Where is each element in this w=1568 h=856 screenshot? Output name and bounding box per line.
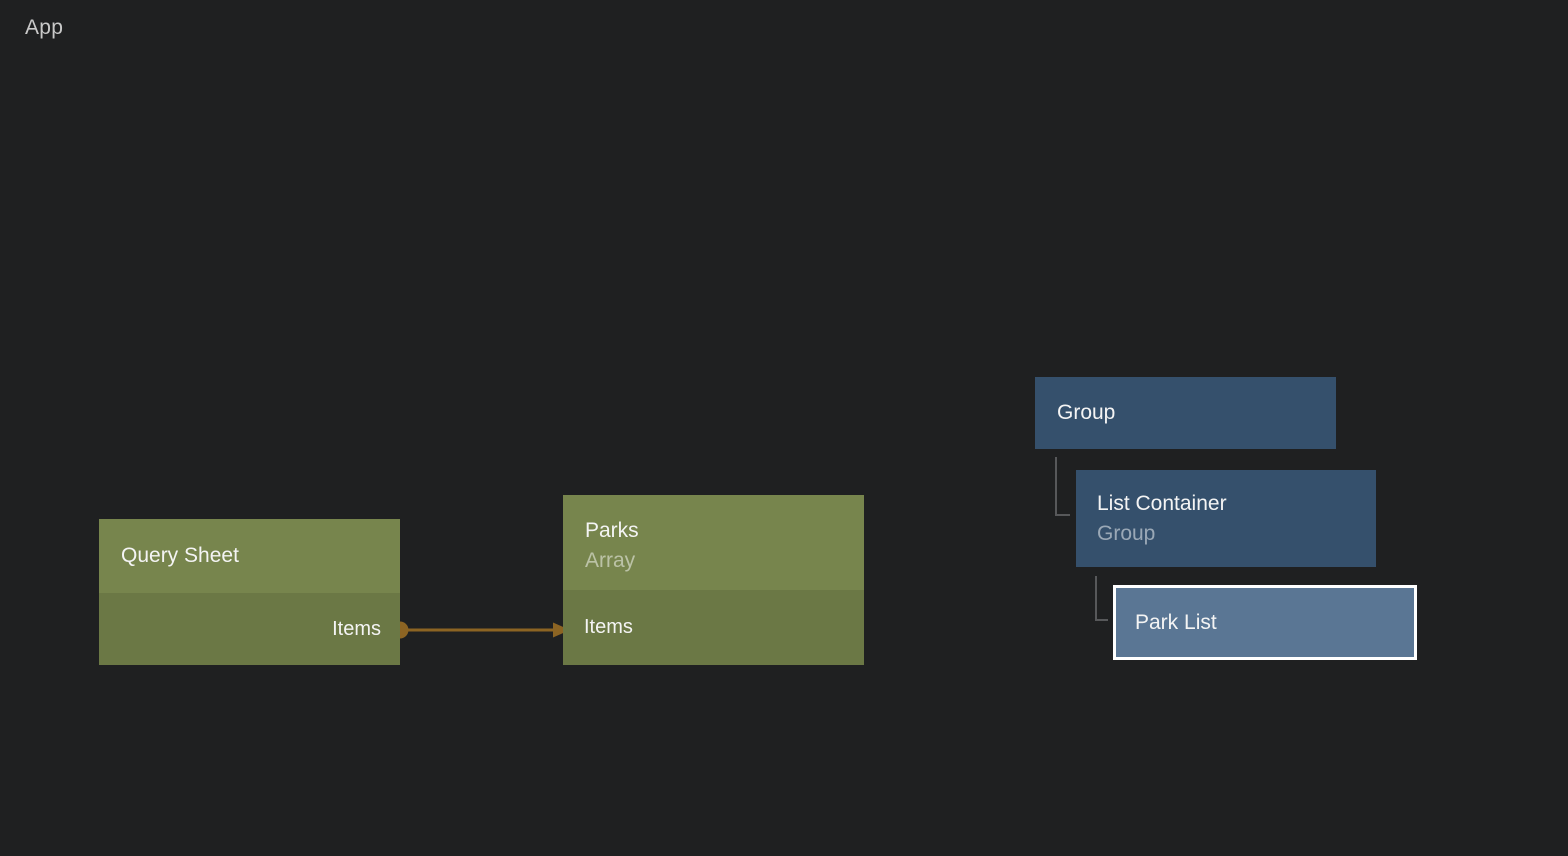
node-header: Parks Array (563, 495, 864, 590)
node-subtitle: Group (1097, 521, 1156, 545)
hierarchy-connector-list-container-to-park-list (1095, 576, 1108, 621)
node-title: Park List (1135, 610, 1217, 634)
node-title: Parks (585, 518, 639, 542)
output-port-items[interactable]: Items (99, 618, 400, 641)
node-title: Group (1057, 401, 1116, 424)
port-label: Items (584, 616, 633, 638)
node-parks[interactable]: Parks Array Items (563, 495, 864, 665)
node-group[interactable]: Group (1035, 377, 1336, 449)
node-body: Items (563, 590, 864, 665)
node-title: List Container (1097, 491, 1227, 515)
node-body: Items (99, 593, 400, 665)
connection-query-sheet-to-parks[interactable] (391, 620, 581, 640)
node-list-container[interactable]: List Container Group (1076, 470, 1376, 567)
hierarchy-connector-group-to-list-container (1055, 457, 1070, 516)
node-title: Query Sheet (121, 544, 239, 567)
app-breadcrumb[interactable]: App (25, 16, 64, 39)
node-park-list-selected[interactable]: Park List (1113, 585, 1417, 660)
input-port-items[interactable]: Items (563, 616, 864, 639)
port-label: Items (332, 617, 381, 640)
arrowhead-icon (553, 622, 570, 638)
node-query-sheet[interactable]: Query Sheet Items (99, 519, 400, 665)
node-header: Query Sheet (99, 519, 400, 593)
node-subtitle: Array (585, 548, 636, 572)
